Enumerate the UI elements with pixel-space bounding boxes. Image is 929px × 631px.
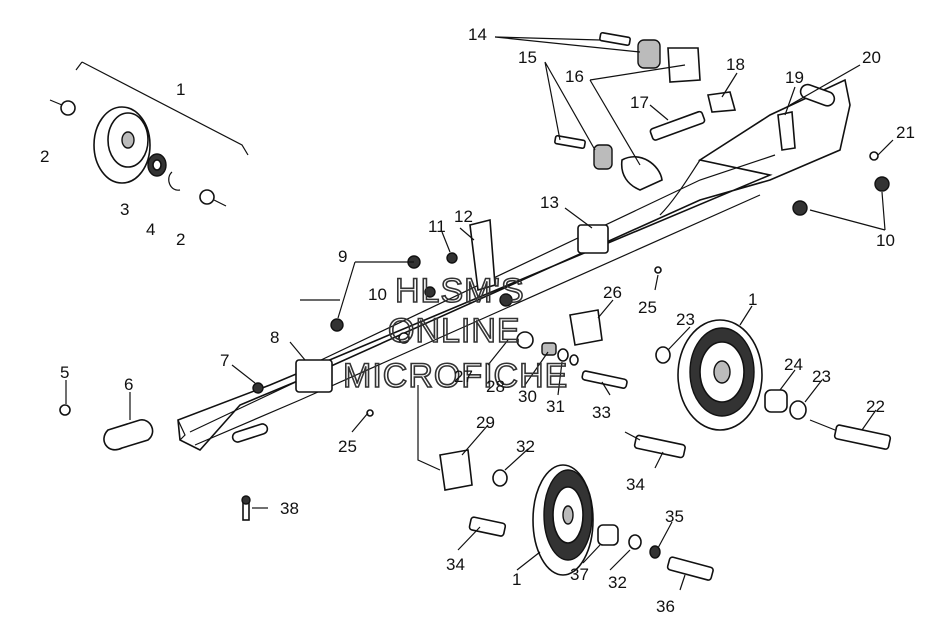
callout-label: 2 [176,230,185,249]
callout-label: 1 [512,570,521,589]
small-parts [59,151,890,487]
callout-label: 27 [454,367,473,386]
callout-label: 23 [676,310,695,329]
callout-labels: 1 2 3 4 2 5 6 7 8 9 10 11 12 13 14 15 16… [40,25,915,616]
callout-label: 1 [176,80,185,99]
callout-label: 17 [630,93,649,112]
callout-label: 32 [516,437,535,456]
callout-label: 7 [220,351,229,370]
callout-label: 32 [608,573,627,592]
callout-label: 30 [518,387,537,406]
callout-label: 16 [565,67,584,86]
callout-label: 33 [592,403,611,422]
callout-label: 2 [40,147,49,166]
watermark-line-3: MICROFICHE [343,357,568,395]
callout-label: 26 [603,283,622,302]
callout-label: 8 [270,328,279,347]
callout-label: 4 [146,220,155,239]
callout-label: 37 [570,565,589,584]
callout-label: 19 [785,68,804,87]
callout-label: 15 [518,48,537,67]
callout-label: 20 [862,48,881,67]
watermark: HLSM'S ONLINE MICROFICHE [342,271,568,396]
watermark-line-1: HLSM'S [395,272,525,310]
callout-label: 3 [120,200,129,219]
callout-label: 21 [896,123,915,142]
callout-label: 29 [476,413,495,432]
callout-label: 13 [540,193,559,212]
callout-label: 22 [866,397,885,416]
callout-label: 28 [486,377,505,396]
callout-label: 6 [124,375,133,394]
callout-label: 9 [338,247,347,266]
wheel-assembly [49,61,249,207]
callout-label: 25 [338,437,357,456]
callout-label: 36 [656,597,675,616]
callout-label: 35 [665,507,684,526]
callout-label: 24 [784,355,803,374]
callout-label: 34 [446,555,465,574]
watermark-line-2: ONLINE [388,312,521,350]
leader-lines [65,36,894,591]
callout-label: 14 [468,25,487,44]
brackets [103,39,796,491]
callout-label: 12 [454,207,473,226]
callout-label: 10 [876,231,895,250]
right-idler-wheel [655,319,892,450]
bottom-idler-wheel [532,464,714,581]
callout-label: 10 [368,285,387,304]
callout-label: 5 [60,363,69,382]
callout-label: 31 [546,397,565,416]
callout-label: 18 [726,55,745,74]
rail [177,78,851,451]
callout-label: 23 [812,367,831,386]
callout-label: 25 [638,298,657,317]
bolts [241,31,706,537]
callout-label: 38 [280,499,299,518]
callout-label: 1 [748,290,757,309]
callout-label: 11 [428,217,446,236]
callout-label: 34 [626,475,645,494]
